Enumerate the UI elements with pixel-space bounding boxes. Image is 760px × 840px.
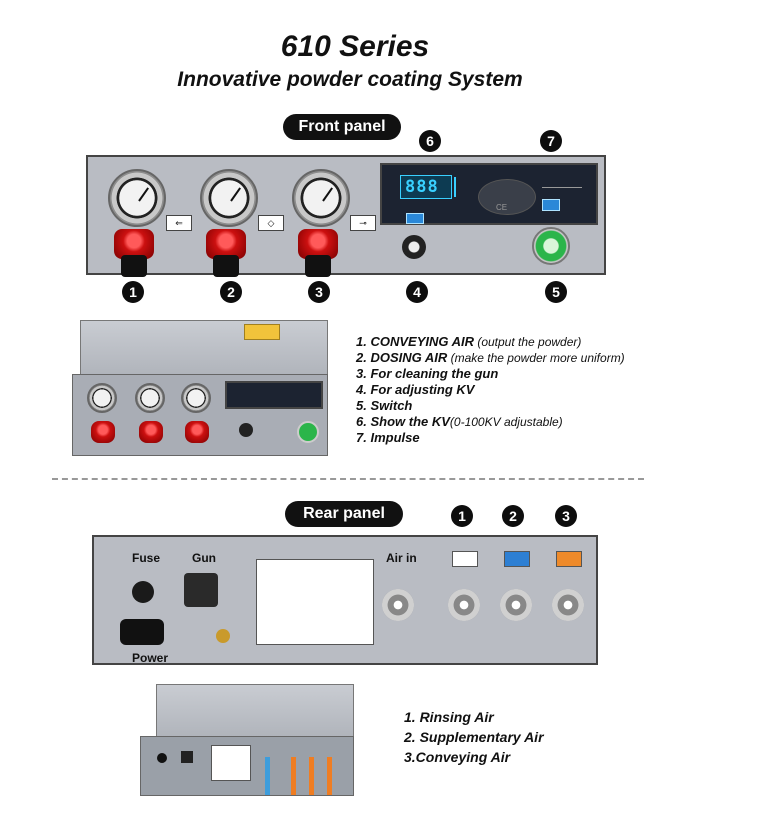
supplementary-air-tag [504, 551, 530, 567]
knob-base-1 [121, 255, 147, 277]
air-icon-3: ⊸ [350, 215, 376, 231]
rear-item-2: 2. Supplementary Air [404, 729, 544, 745]
callout-1: 1 [122, 281, 144, 303]
gauge-3 [292, 169, 350, 227]
mini-kv-knob [239, 423, 253, 437]
mini-gun [181, 751, 193, 763]
page-title: 610 Series [280, 30, 430, 63]
page-subtitle: Innovative powder coating System [177, 68, 523, 91]
callout-5: 5 [545, 281, 567, 303]
orange-hose-3 [327, 757, 332, 795]
gun-connector [184, 573, 218, 607]
feature-item-4: 4. For adjusting KV [356, 382, 475, 397]
kv-display-module: 888 CE [380, 163, 598, 225]
brand-mark [542, 173, 582, 188]
display-window [478, 179, 536, 215]
rear-box-photo [136, 684, 356, 796]
feature-item-3: 3. For cleaning the gun [356, 366, 499, 381]
rear-callout-2: 2 [502, 505, 524, 527]
callout-6: 6 [419, 130, 441, 152]
air-icon-2: ◇ [258, 215, 284, 231]
fuse-holder [132, 581, 154, 603]
callout-3: 3 [308, 281, 330, 303]
orange-hose-1 [291, 757, 296, 795]
mini-switch [297, 421, 319, 443]
cleaning-air-knob[interactable] [298, 229, 338, 259]
supplementary-air-port [500, 589, 532, 621]
conveying-air-port [552, 589, 584, 621]
orange-hose-2 [309, 757, 314, 795]
mini-gauge-1 [87, 383, 117, 413]
power-socket [120, 619, 164, 645]
conveying-air-tag [556, 551, 582, 567]
mini-knob-1 [91, 421, 115, 443]
kv-led-column [454, 177, 466, 197]
rear-box-back [140, 736, 354, 796]
conveying-air-knob[interactable] [114, 229, 154, 259]
feature-item-5: 5. Switch [356, 398, 413, 413]
callout-7: 7 [540, 130, 562, 152]
gauge-1 [108, 169, 166, 227]
impulse-button[interactable] [542, 199, 560, 211]
front-feature-list: 1. CONVEYING AIR (output the powder) 2. … [356, 334, 656, 446]
mini-fuse [157, 753, 167, 763]
air-in-port [382, 589, 414, 621]
knob-base-3 [305, 255, 331, 277]
blue-hose [265, 757, 270, 795]
front-panel-image: ⇐ ◇ ⊸ 888 CE [86, 155, 606, 277]
rear-panel-label: Rear panel [285, 501, 403, 527]
rinsing-air-port [448, 589, 480, 621]
gun-label: Gun [192, 551, 216, 565]
fuse-label: Fuse [132, 551, 161, 565]
gauge-2 [200, 169, 258, 227]
box-top [80, 320, 328, 376]
rear-callout-1: 1 [451, 505, 473, 527]
rear-box-top [156, 684, 354, 738]
mini-gauge-3 [181, 383, 211, 413]
warning-label [244, 324, 280, 340]
knob-base-2 [213, 255, 239, 277]
section-divider [52, 478, 644, 480]
dosing-air-knob[interactable] [206, 229, 246, 259]
rear-callout-3: 3 [555, 505, 577, 527]
kv-mode-button[interactable] [406, 213, 424, 224]
rear-panel-image: Fuse Gun Power Air in [92, 535, 598, 665]
front-box-photo [62, 320, 332, 456]
rear-port-list: 1. Rinsing Air 2. Supplementary Air 3.Co… [404, 707, 604, 767]
kv-adjust-knob[interactable] [402, 235, 426, 259]
callout-2: 2 [220, 281, 242, 303]
rear-item-3: 3.Conveying Air [404, 749, 511, 765]
feature-item-1: 1. CONVEYING AIR (output the powder) [356, 334, 582, 349]
rinsing-air-tag [452, 551, 478, 567]
ce-mark: CE [496, 203, 508, 212]
air-in-label: Air in [386, 551, 417, 565]
ground-terminal [216, 629, 230, 643]
feature-item-2: 2. DOSING AIR (make the powder more unif… [356, 350, 625, 365]
feature-item-6: 6. Show the KV(0-100KV adjustable) [356, 414, 563, 429]
mini-gauge-2 [135, 383, 165, 413]
feature-item-7: 7. Impulse [356, 430, 420, 445]
rear-item-1: 1. Rinsing Air [404, 709, 494, 725]
front-panel-label: Front panel [283, 114, 401, 140]
air-icon-1: ⇐ [166, 215, 192, 231]
kv-display-value: 888 [405, 177, 439, 197]
spec-label-plate [256, 559, 374, 645]
kv-readout: 888 [400, 175, 452, 199]
box-front [72, 374, 328, 456]
power-label: Power [132, 651, 169, 665]
mini-knob-3 [185, 421, 209, 443]
mini-knob-2 [139, 421, 163, 443]
callout-4: 4 [406, 281, 428, 303]
mini-display [225, 381, 323, 409]
mini-spec-plate [211, 745, 251, 781]
power-switch[interactable] [532, 227, 570, 265]
